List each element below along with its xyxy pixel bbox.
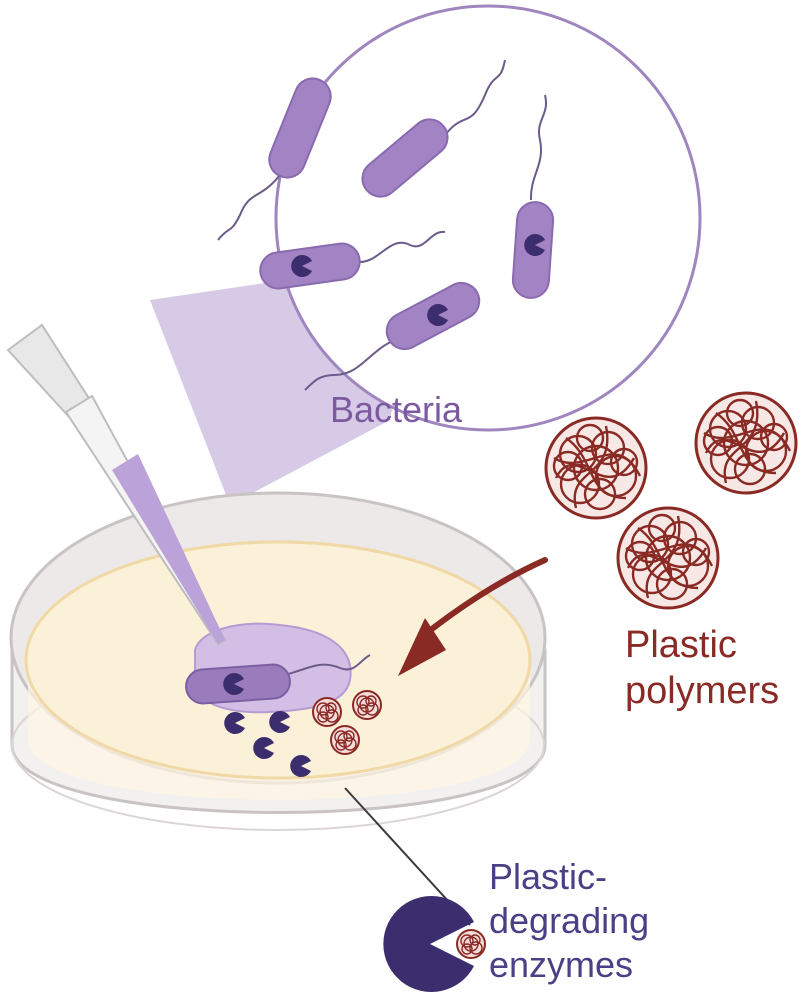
plastic-polymers-group [544, 391, 798, 610]
pacman-enzyme-icon [383, 896, 474, 993]
plastic-ball-icon [456, 929, 486, 959]
bacteria-label: Bacteria [330, 389, 463, 430]
bacterium-1 [217, 77, 332, 241]
pipette-liquid [112, 454, 225, 644]
magnifier-circle-icon [274, 4, 702, 432]
plastic-ball-icon [694, 391, 798, 495]
bacterium-3 [259, 230, 446, 290]
plastic-polymers-label-line1: Plastic [625, 624, 737, 666]
plastic-ball-icon [616, 506, 720, 610]
bacterial-colony [185, 622, 371, 714]
enzymes-label-line3: enzymes [489, 944, 633, 985]
enzymes-label-line2: degrading [489, 900, 649, 941]
curved-arrow-icon [398, 557, 548, 676]
plastic-ball-icon [352, 690, 382, 720]
bacterium-2 [361, 59, 506, 198]
plastic-polymers-label-line2: polymers [625, 670, 779, 712]
plastic-ball-icon [312, 697, 342, 727]
enzyme-closeup [383, 896, 486, 993]
pipette-icon [6, 323, 227, 646]
plastic-ball-icon [330, 725, 360, 755]
bacterium-4 [511, 94, 555, 299]
enzymes-label-line1: Plastic- [489, 856, 607, 897]
plastic-ball-icon [544, 416, 648, 520]
bacterium-5 [304, 281, 481, 391]
